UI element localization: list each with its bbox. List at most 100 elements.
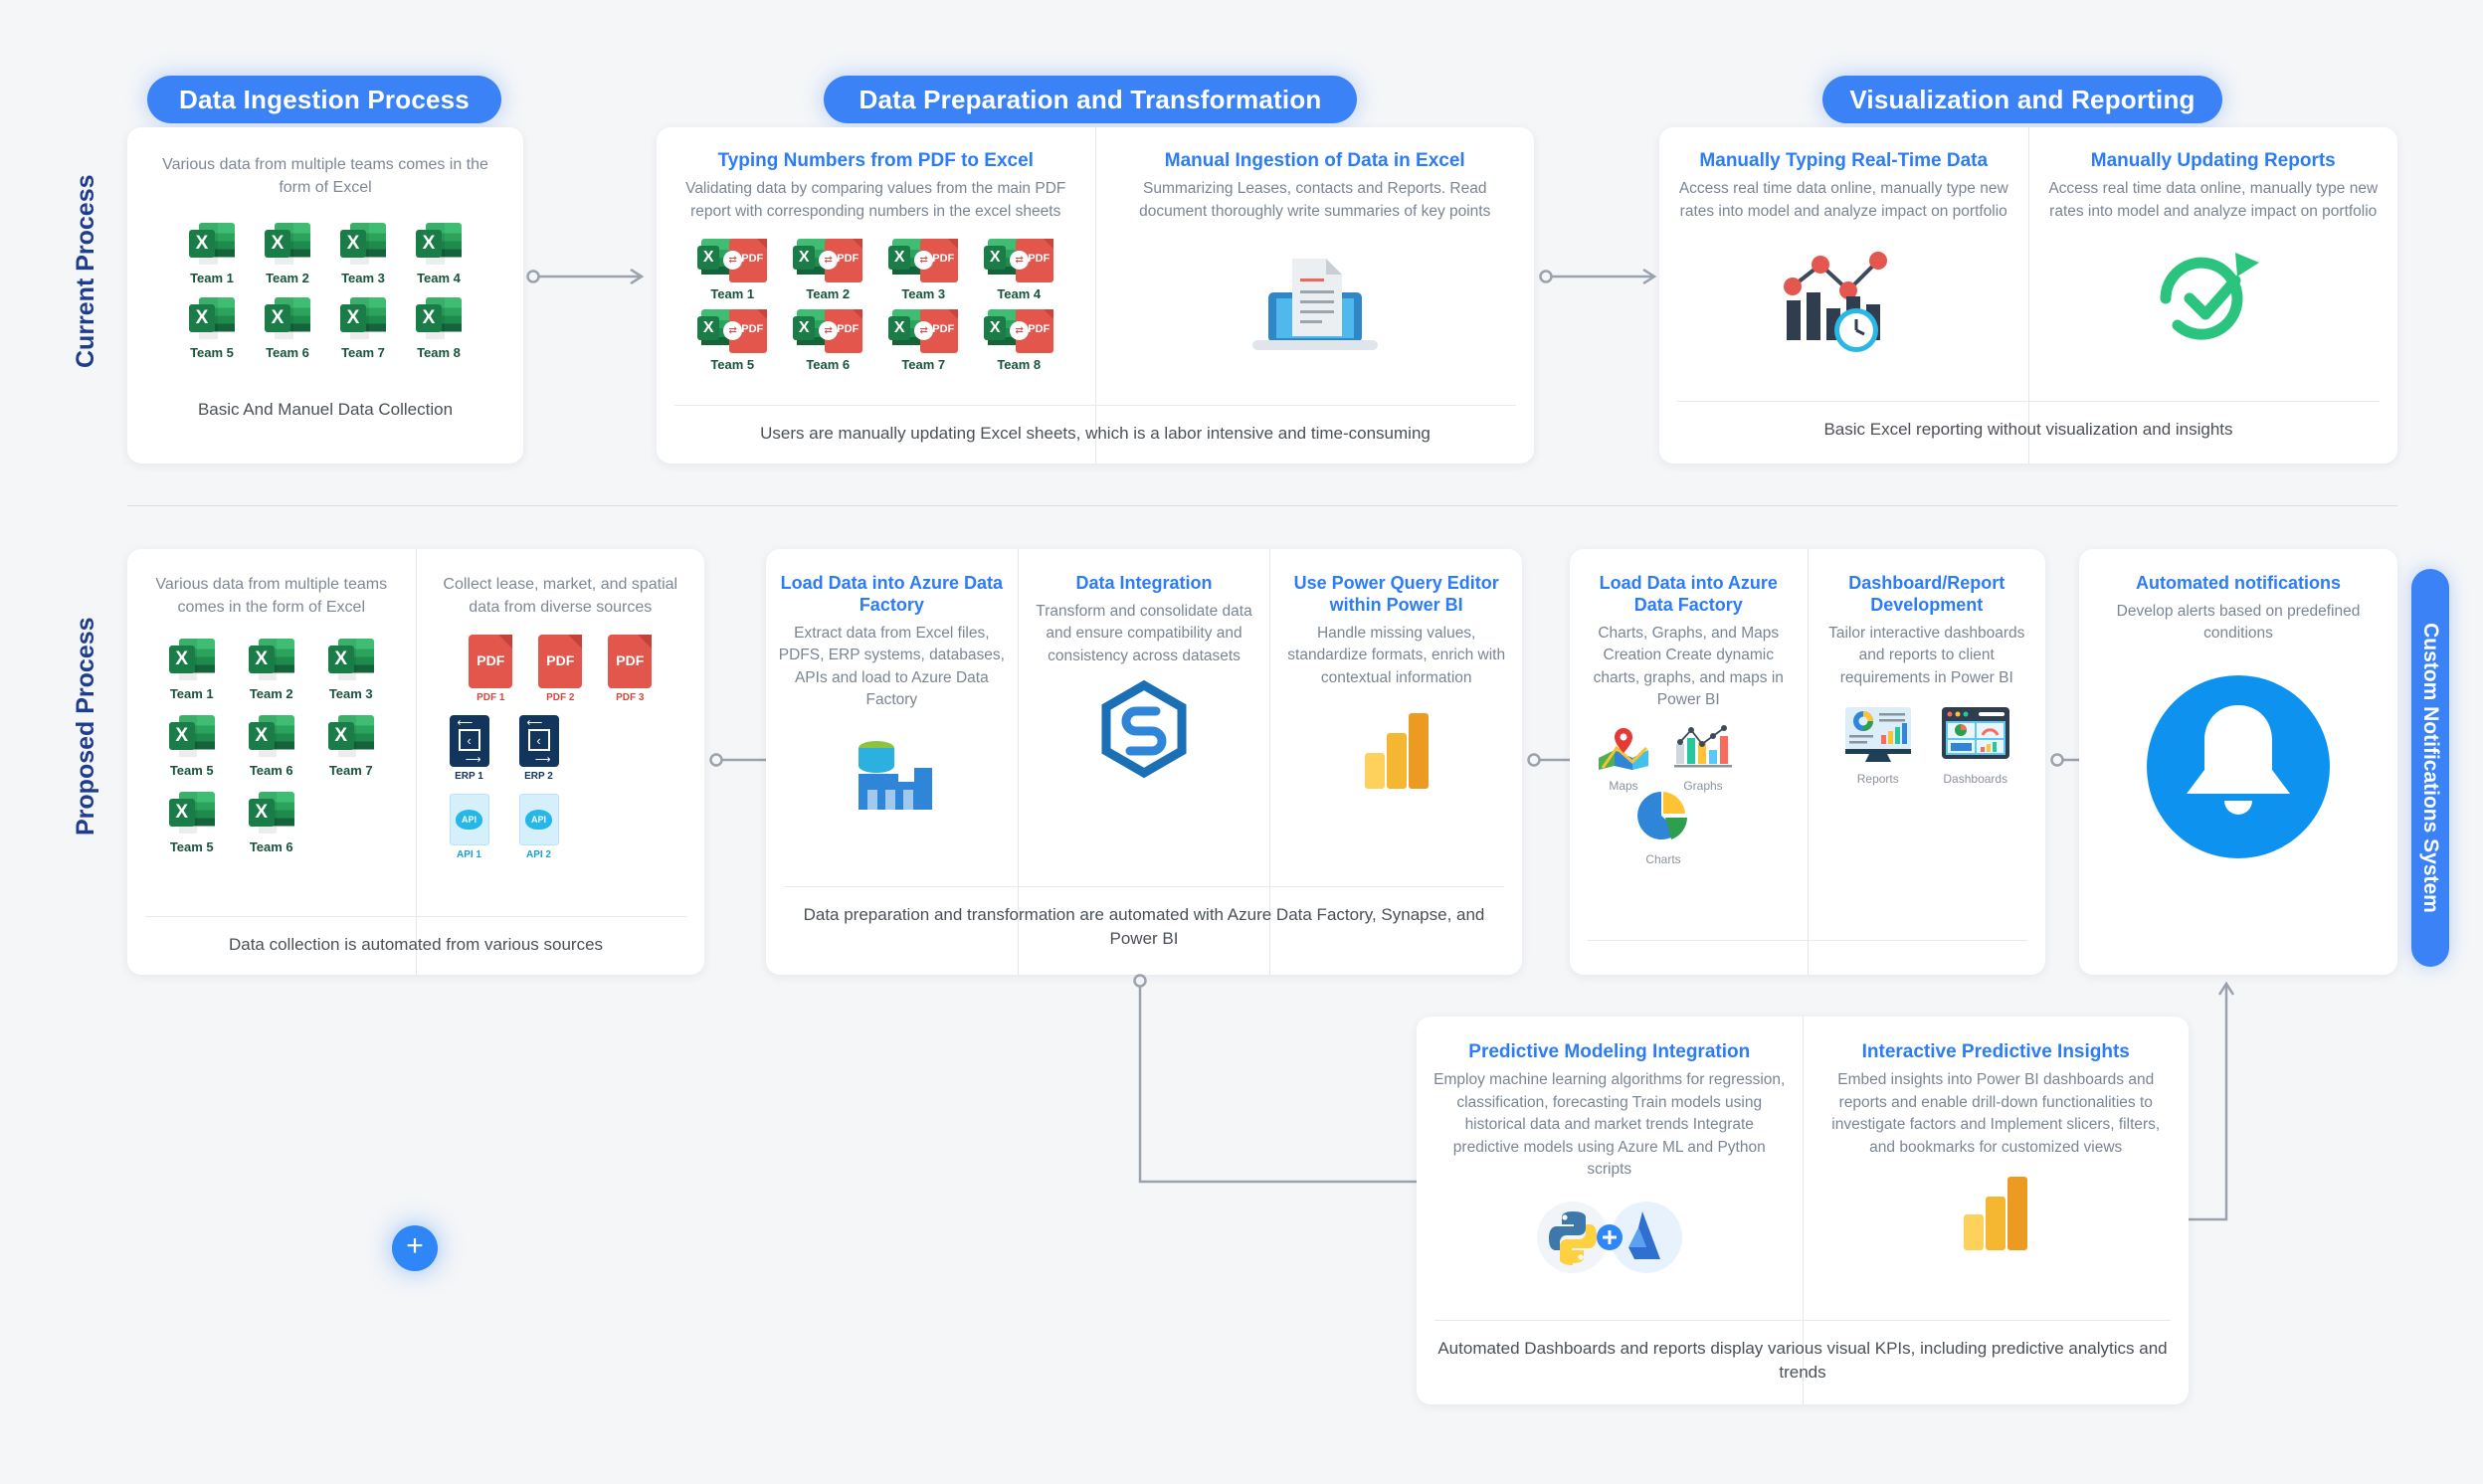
card-current-viz: Manually Typing Real-Time Data Access re…	[1659, 127, 2397, 464]
excel-file-icon: X	[340, 295, 386, 341]
column-desc: Handle missing values, standardize forma…	[1287, 624, 1506, 686]
team-label: Team 7	[901, 357, 946, 373]
column-title: Manually Typing Real-Time Data	[1699, 150, 1989, 171]
card-footer-current-prep: Users are manually updating Excel sheets…	[674, 405, 1516, 446]
column-desc: Tailor interactive dashboards and report…	[1828, 624, 2025, 686]
column-typing-numbers: Typing Numbers from PDF to Excel Validat…	[657, 127, 1095, 464]
card-footer-proposed-ingestion: Data collection is automated from variou…	[145, 916, 686, 957]
pdf-label: PDF 1	[477, 692, 505, 704]
card-proposed-prep: Load Data into Azure Data Factory Extrac…	[766, 549, 1522, 975]
pdf-row: PDF PDF 1 PDF PDF 2 PDF PDF 3	[431, 635, 691, 703]
excel-team-item: X Team 1	[156, 637, 228, 701]
pdf-file-icon: PDF	[469, 635, 513, 689]
excel-file-icon: X	[189, 295, 235, 341]
excel-team-item: X Team 7	[315, 713, 387, 778]
notifications-desc: Develop alerts based on predefined condi…	[2116, 602, 2361, 643]
connector-ingestion-to-prep	[526, 268, 645, 285]
team-label: Team 2	[806, 286, 851, 302]
notifications-title: Automated notifications	[2136, 573, 2341, 593]
excel-file-icon: X	[327, 713, 374, 759]
excel-team-item: X Team 2	[236, 637, 307, 701]
api-cloud-icon: API	[518, 794, 559, 846]
column-title: Use Power Query Editor within Power BI	[1293, 573, 1499, 615]
column-desc: Validating data by comparing values from…	[685, 180, 1066, 220]
column-load-adf: Load Data into Azure Data Factory Extrac…	[766, 549, 1018, 975]
column-title: Manual Ingestion of Data in Excel	[1164, 150, 1465, 171]
team-label: Team 2	[266, 271, 309, 286]
graphs-label: Graphs	[1683, 778, 1723, 793]
bell-icon	[2147, 674, 2330, 858]
pdf-item: PDF PDF 2	[529, 635, 591, 703]
card-current-ingestion: Various data from multiple teams comes i…	[127, 127, 523, 464]
column-desc: Transform and consolidate data and ensur…	[1036, 602, 1252, 664]
plus-sign: +	[406, 1229, 424, 1262]
maps-label: Maps	[1609, 778, 1638, 793]
reports-label: Reports	[1856, 772, 1899, 787]
excel-file-icon: X	[248, 713, 294, 759]
plus-combine-icon: +	[392, 1225, 438, 1271]
team-label: Team 1	[710, 286, 755, 302]
team-label: Team 4	[417, 271, 461, 286]
team-label: Team 6	[249, 839, 293, 855]
card-footer-predictive: Automated Dashboards and reports display…	[1434, 1320, 2171, 1385]
excel-file-icon: X	[416, 221, 462, 267]
erp-system-icon: ⟵‹⟶	[518, 715, 559, 768]
connector-prep-down-to-predictive	[1133, 974, 1436, 1191]
erp-row: ⟵‹⟶ ERP 1 ⟵‹⟶ ERP 2	[431, 715, 691, 782]
column-interactive-insights: Interactive Predictive Insights Embed in…	[1802, 1017, 2190, 1404]
pill-data-preparation: Data Preparation and Transformation	[824, 76, 1357, 123]
excel-team-item: X Team 5	[156, 713, 228, 778]
team-label: Team 5	[190, 345, 234, 361]
card-predictive-modeling: Predictive Modeling Integration Employ m…	[1417, 1017, 2189, 1404]
excel-file-icon: X	[416, 295, 462, 341]
team-label: Team 4	[997, 286, 1042, 302]
column-title: Data Integration	[1075, 573, 1213, 593]
column-title: Manually Updating Reports	[2090, 150, 2336, 171]
excel-team-item: X Team 8	[408, 295, 470, 360]
column-diverse-sources: Collect lease, market, and spatial data …	[415, 549, 705, 975]
column-title: Dashboard/Report Development	[1848, 573, 2006, 615]
dashboards-item: Dashboards	[1932, 705, 2019, 786]
viz-icon-cluster: Maps	[1580, 724, 1798, 873]
pdf-item: PDF PDF 1	[460, 635, 521, 703]
graphs-item: Graphs	[1663, 724, 1743, 793]
team-label: Team 5	[169, 763, 214, 779]
team-label: Team 3	[901, 286, 946, 302]
excel-file-icon: X	[327, 637, 374, 682]
column-desc: Embed insights into Power BI dashboards …	[1831, 1071, 2161, 1156]
team-label: Team 6	[249, 763, 293, 779]
erp-item: ⟵‹⟶ ERP 2	[508, 715, 570, 782]
map-pin-icon	[1599, 727, 1648, 770]
api-row: API API 1 API API 2	[431, 794, 691, 860]
team-label: Team 7	[341, 345, 385, 361]
pill-label: Visualization and Reporting	[1849, 84, 2196, 114]
excel-team-item: X Team 6	[236, 713, 307, 778]
column-manual-reports: Manually Updating Reports Access real ti…	[2027, 127, 2398, 464]
team-label: Team 8	[997, 357, 1042, 373]
excel-team-item: X Team 7	[332, 295, 394, 360]
column-charts-graphs-maps: Load Data into Azure Data Factory Charts…	[1570, 549, 1808, 975]
excel-team-item: X Team 3	[315, 637, 387, 701]
excel-file-icon: X	[168, 637, 215, 682]
column-title: Load Data into Azure Data Factory	[780, 573, 1004, 615]
column-lead: Various data from multiple teams comes i…	[155, 576, 388, 617]
column-title: Predictive Modeling Integration	[1468, 1041, 1751, 1062]
excel-team-item: X Team 6	[236, 790, 307, 854]
pill-visualization: Visualization and Reporting	[1822, 76, 2222, 123]
excel-team-item: X Team 2	[257, 221, 318, 285]
column-predictive-modeling: Predictive Modeling Integration Employ m…	[1417, 1017, 1803, 1404]
pdf-file-icon: PDF	[538, 635, 583, 689]
charts-label: Charts	[1645, 851, 1681, 866]
column-desc: Extract data from Excel files, PDFS, ERP…	[778, 624, 1005, 709]
synapse-hexagon-icon	[1101, 680, 1187, 779]
column-lead: Collect lease, market, and spatial data …	[443, 576, 678, 617]
report-monitor-icon	[1844, 707, 1911, 763]
column-desc: Access real time data online, manually t…	[2048, 180, 2379, 220]
charts-item: Charts	[1624, 790, 1703, 866]
